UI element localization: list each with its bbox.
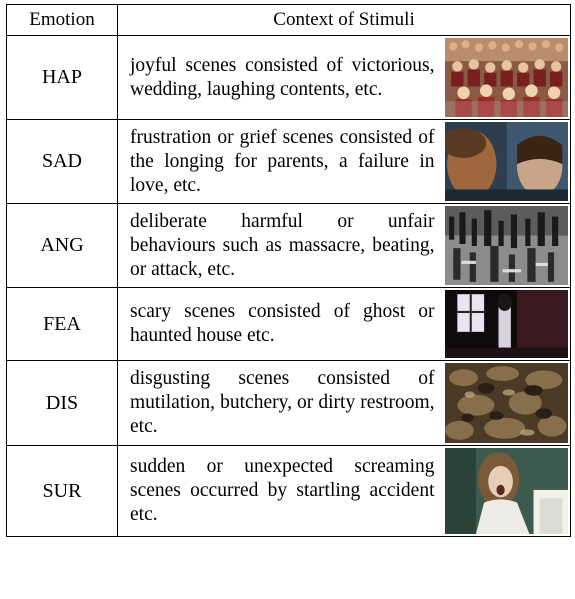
stimulus-image-cell [444,119,572,204]
ghost-in-dark-room-image [444,290,569,358]
emotion-label: SAD [6,119,118,204]
header-row: Emotion Context of Stimuli [6,4,572,36]
context-description: joyful scenes consisted of victorious, w… [117,35,445,120]
table-row: SAD frustration or grief scenes consiste… [6,119,572,204]
stimulus-image-cell [444,287,572,361]
mutilation-texture-image [444,363,569,443]
screaming-woman-image [444,448,569,534]
table-row: ANG deliberate harmful or unfair behavio… [6,203,572,288]
table-row: FEA scary scenes consisted of ghost or h… [6,287,572,361]
black-and-white-crowd-image [444,206,569,285]
crowd-celebration-image [444,38,569,117]
header-context: Context of Stimuli [116,4,572,36]
header-emotion: Emotion [6,4,118,36]
emotion-label: DIS [6,360,118,446]
context-description: deliberate harmful or unfair behaviours … [117,203,445,288]
context-description: sudden or unexpected screaming scenes oc… [117,445,445,537]
stimulus-image-cell [444,35,572,120]
emotion-label: SUR [6,445,118,537]
table-row: DIS disgusting scenes consisted of mutil… [6,360,572,446]
emotion-label: HAP [6,35,118,120]
stimulus-image-cell [444,445,572,537]
man-and-child-faces-image [444,122,569,201]
stimulus-image-cell [444,203,572,288]
table-row: HAP joyful scenes consisted of victoriou… [6,35,572,120]
emotion-label: ANG [6,203,118,288]
context-description: disgusting scenes consisted of mutilatio… [117,360,445,446]
table-row: SUR sudden or unexpected screaming scene… [6,445,572,537]
context-description: scary scenes consisted of ghost or haunt… [117,287,445,361]
stimulus-image-cell [444,360,572,446]
emotion-stimuli-table: Emotion Context of Stimuli HAP joyful sc… [6,4,572,537]
context-description: frustration or grief scenes consisted of… [117,119,445,204]
emotion-label: FEA [6,287,118,361]
